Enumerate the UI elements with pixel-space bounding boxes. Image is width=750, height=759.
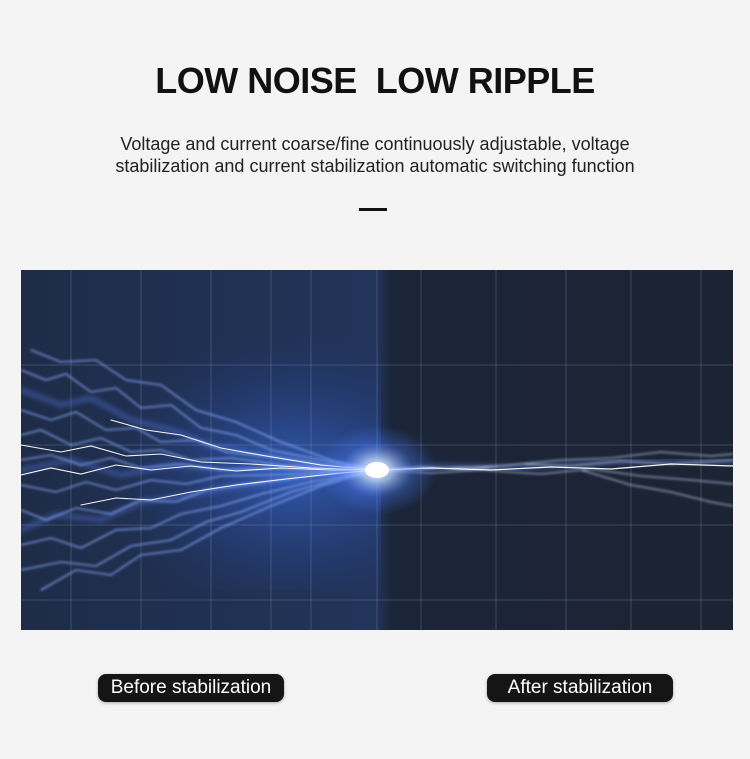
page-subtitle: Voltage and current coarse/fine continuo…	[115, 134, 635, 176]
after-stabilization-label: After stabilization	[487, 674, 673, 702]
title-divider	[359, 208, 387, 211]
page-title: LOW NOISE LOW RIPPLE	[155, 60, 595, 101]
ripple-comparison-image	[21, 270, 733, 630]
before-stabilization-label: Before stabilization	[98, 674, 284, 702]
lightning-illustration	[21, 270, 733, 630]
